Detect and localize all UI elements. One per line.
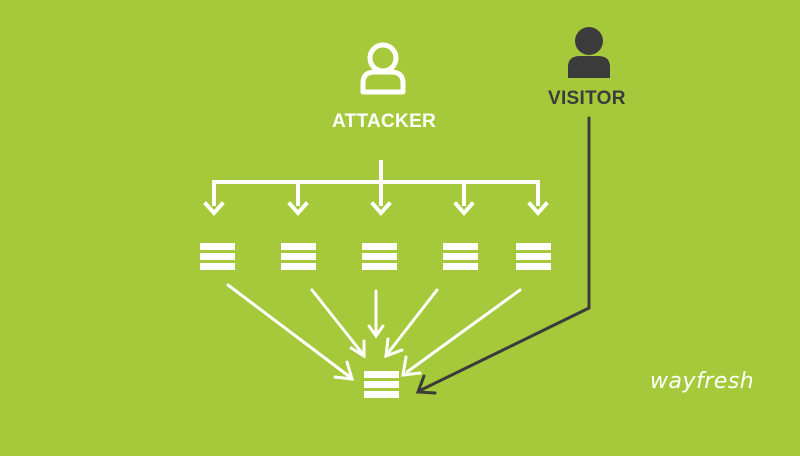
- attack-arrow-2: [310, 288, 364, 355]
- arrowhead-2: [287, 201, 309, 217]
- attack-arrow-1: [226, 283, 352, 379]
- visitor-icon: [568, 27, 610, 78]
- attack-arrow-4: [386, 288, 439, 355]
- wayfresh-logo: wayfresh: [650, 369, 755, 394]
- bot-attack-arrows: [226, 283, 522, 381]
- bot-server-4: [443, 243, 478, 270]
- bot-server-1: [200, 243, 235, 270]
- visitor-label: VISITOR: [548, 88, 626, 109]
- bot-server-3: [362, 243, 397, 270]
- attack-arrow-5: [405, 288, 522, 374]
- arrowhead-3: [370, 201, 392, 217]
- arrowhead-4: [453, 201, 475, 217]
- attacker-distribution-lines: [212, 160, 540, 206]
- down-arrowheads: [203, 201, 549, 217]
- attacker-label: ATTACKER: [332, 111, 437, 132]
- bot-server-2: [281, 243, 316, 270]
- bot-server-5: [516, 243, 551, 270]
- target-server: [364, 371, 399, 398]
- arrowhead-5: [527, 201, 549, 217]
- arrowhead-1: [203, 201, 225, 217]
- attacker-icon: [360, 42, 406, 95]
- visitor-path: [415, 116, 591, 395]
